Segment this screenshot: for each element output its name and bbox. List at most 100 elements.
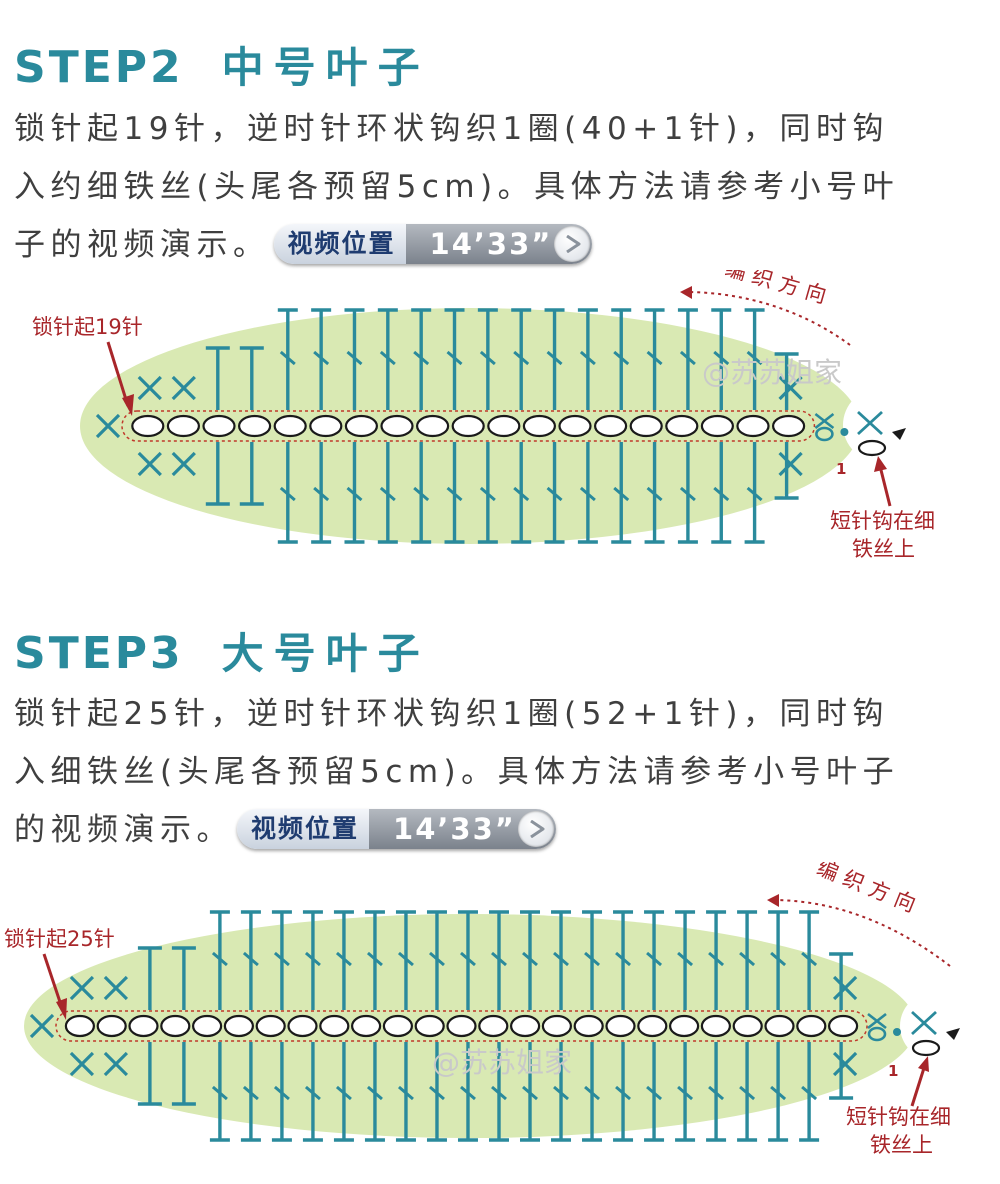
double-crochet-symbol bbox=[311, 308, 332, 410]
chain-label: 锁针起19针 bbox=[32, 315, 143, 339]
step3-label: STEP3 bbox=[14, 628, 184, 679]
double-crochet-symbol bbox=[644, 308, 665, 410]
chain-stitch bbox=[309, 414, 343, 438]
double-crochet-symbol bbox=[613, 1042, 634, 1142]
double-crochet-symbol bbox=[644, 910, 665, 1010]
chain-stitch bbox=[509, 1014, 541, 1038]
chain-stitch bbox=[223, 1014, 254, 1038]
half-double-crochet-symbol bbox=[774, 352, 799, 410]
double-crochet-symbol bbox=[277, 442, 298, 544]
step3-video-label: 视频位置 bbox=[237, 808, 370, 849]
chain-stitch bbox=[351, 1014, 382, 1038]
half-double-crochet-symbol bbox=[171, 946, 196, 1010]
chain-stitch bbox=[700, 414, 735, 438]
chain-stitch bbox=[764, 1014, 795, 1038]
chain-stitch bbox=[593, 414, 628, 438]
starting-stitch-symbol bbox=[911, 1010, 960, 1057]
single-crochet-symbol bbox=[137, 451, 162, 477]
double-crochet-symbol bbox=[444, 308, 465, 410]
double-crochet-symbol bbox=[364, 910, 385, 1010]
chain-stitch bbox=[451, 414, 485, 438]
double-crochet-symbol bbox=[744, 442, 765, 544]
double-crochet-symbol bbox=[582, 910, 603, 1010]
half-double-crochet-symbol bbox=[829, 1042, 854, 1100]
double-crochet-symbol bbox=[333, 910, 354, 1010]
double-crochet-symbol bbox=[768, 1042, 789, 1142]
step2-heading: STEP2 中号叶子 bbox=[14, 34, 430, 95]
step2-video-label: 视频位置 bbox=[273, 223, 406, 264]
round-number: 1 bbox=[836, 460, 846, 478]
double-crochet-symbol bbox=[551, 910, 572, 1010]
chain-label-pointer bbox=[106, 341, 130, 407]
double-crochet-symbol bbox=[395, 1042, 416, 1142]
double-crochet-symbol bbox=[311, 442, 332, 544]
single-crochet-symbol bbox=[778, 375, 803, 401]
chain-stitch bbox=[166, 414, 200, 438]
sc-label-line2: 铁丝上 bbox=[852, 537, 915, 561]
slip-stitch-symbol bbox=[867, 1012, 887, 1042]
double-crochet-symbol bbox=[613, 910, 634, 1010]
chain-stitch bbox=[344, 414, 378, 438]
double-crochet-symbol bbox=[737, 910, 758, 1010]
single-crochet-symbol bbox=[103, 975, 129, 1001]
double-crochet-symbol bbox=[577, 308, 598, 410]
sc-label-pointer bbox=[910, 1067, 926, 1107]
step2-line-1: 锁针起19针，逆时针环状钩织1圈(40+1针)，同时钩 bbox=[14, 111, 889, 147]
half-double-crochet-symbol bbox=[774, 442, 799, 500]
double-crochet-symbol bbox=[677, 442, 698, 544]
starting-stitch-symbol bbox=[857, 410, 906, 457]
double-crochet-symbol bbox=[520, 1042, 541, 1142]
chain-stitch bbox=[573, 1014, 604, 1038]
double-crochet-symbol bbox=[302, 1042, 323, 1142]
slip-stitch-symbol bbox=[814, 412, 835, 442]
slip-dot bbox=[893, 1028, 901, 1036]
direction-arrowhead bbox=[767, 894, 779, 907]
chain-stitch bbox=[273, 414, 307, 438]
chain-outline bbox=[121, 410, 816, 442]
chain-stitch bbox=[96, 1014, 127, 1038]
sc-label-line2: 铁丝上 bbox=[870, 1133, 933, 1157]
chain-stitch bbox=[629, 414, 663, 438]
double-crochet-symbol bbox=[799, 1042, 820, 1142]
single-crochet-symbol bbox=[69, 1051, 95, 1077]
chain-stitch bbox=[541, 1014, 573, 1038]
single-crochet-symbol bbox=[69, 975, 95, 1001]
chain-stitch bbox=[487, 414, 521, 438]
sc-label-line1: 短针钩在细 bbox=[830, 509, 935, 533]
double-crochet-symbol bbox=[488, 1042, 509, 1142]
single-crochet-symbol bbox=[103, 1051, 129, 1077]
slip-dot bbox=[840, 428, 849, 436]
double-crochet-symbol bbox=[377, 308, 398, 410]
double-crochet-symbol bbox=[240, 910, 261, 1010]
step2-instructions: 锁针起19针，逆时针环状钩织1圈(40+1针)，同时钩 入约细铁丝(头尾各预留5… bbox=[14, 100, 986, 274]
double-crochet-symbol bbox=[551, 1042, 572, 1142]
double-crochet-symbol bbox=[344, 442, 365, 544]
step2-title: 中号叶子 bbox=[221, 43, 430, 92]
single-crochet-symbol bbox=[171, 375, 196, 401]
double-crochet-symbol bbox=[411, 308, 432, 410]
double-crochet-symbol bbox=[675, 1042, 696, 1142]
chain-stitch bbox=[287, 1014, 318, 1038]
double-crochet-symbol bbox=[644, 442, 665, 544]
half-double-crochet-symbol bbox=[205, 442, 230, 506]
half-double-crochet-symbol bbox=[239, 442, 264, 506]
double-crochet-symbol bbox=[511, 442, 532, 544]
step2-label: STEP2 bbox=[14, 42, 184, 93]
double-crochet-symbol bbox=[737, 1042, 758, 1142]
chain-stitch bbox=[522, 414, 557, 438]
double-crochet-symbol bbox=[768, 910, 789, 1010]
double-crochet-symbol bbox=[395, 910, 416, 1010]
play-icon[interactable] bbox=[554, 225, 591, 262]
double-crochet-symbol bbox=[302, 910, 323, 1010]
chain-stitch bbox=[605, 1014, 636, 1038]
double-crochet-symbol bbox=[457, 1042, 478, 1142]
play-icon[interactable] bbox=[517, 810, 554, 847]
double-crochet-symbol bbox=[520, 910, 541, 1010]
double-crochet-symbol bbox=[706, 1042, 727, 1142]
double-crochet-symbol bbox=[411, 442, 432, 544]
double-crochet-symbol bbox=[277, 308, 298, 410]
